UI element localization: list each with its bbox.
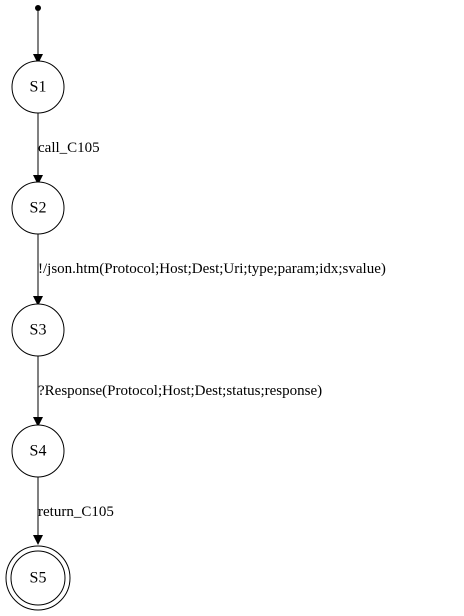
transition-label-s4-s5: return_C105 [38, 504, 114, 520]
initial-state-dot [35, 5, 41, 11]
transition-label-s2-s3: !/json.htm(Protocol;Host;Dest;Uri;type;p… [38, 261, 386, 277]
state-s4: S4 [11, 424, 65, 478]
state-circle [11, 60, 65, 114]
state-s1: S1 [11, 60, 65, 114]
transition-label-s1-s2: call_C105 [38, 140, 100, 156]
state-s3: S3 [11, 303, 65, 357]
transition-label-s3-s4: ?Response(Protocol;Host;Dest;status;resp… [38, 383, 322, 399]
state-s5-final: S5 [5, 545, 71, 611]
state-s2: S2 [11, 181, 65, 235]
state-label: S1 [30, 79, 47, 96]
state-circle [11, 303, 65, 357]
state-label: S2 [30, 200, 47, 217]
state-circle [11, 181, 65, 235]
state-label: S3 [30, 322, 47, 339]
state-label: S5 [30, 570, 47, 587]
state-circle [11, 424, 65, 478]
final-state-inner-circle [10, 550, 66, 606]
state-label: S4 [30, 443, 47, 460]
